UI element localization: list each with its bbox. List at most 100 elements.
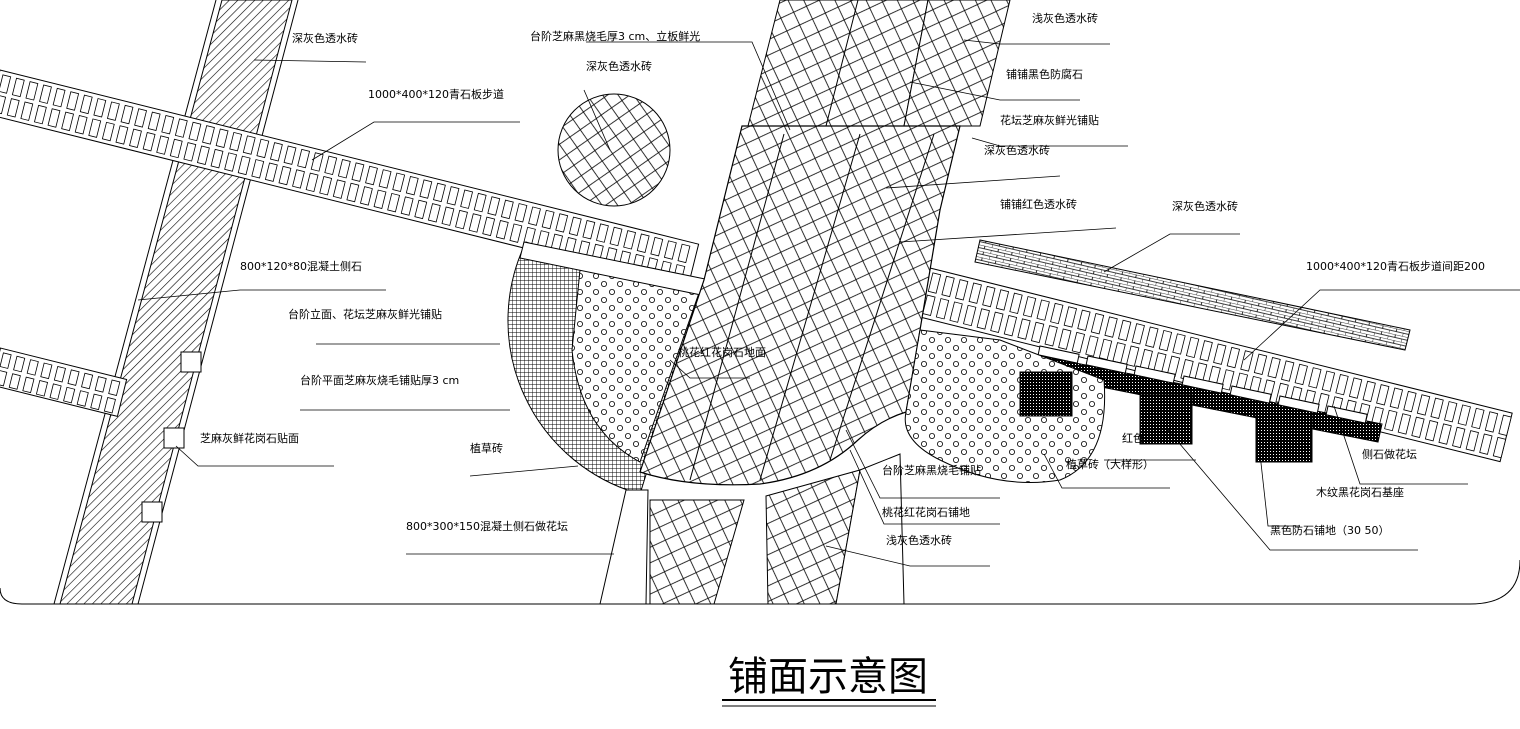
paver-stone (582, 220, 596, 240)
paver-stone (129, 128, 142, 149)
paver-stone (147, 111, 161, 132)
paver-stone (495, 220, 509, 240)
paver-stone (1126, 345, 1140, 367)
paver-stone (0, 369, 8, 387)
label-grass-brick-oval: 植草砖（大样形） (1066, 457, 1154, 471)
paver-stone (1044, 325, 1058, 347)
paver-stone (1185, 336, 1200, 359)
paver-stone (1090, 313, 1105, 335)
paver-stone (365, 165, 378, 186)
annotation-labels: 深灰色透水砖 台阶芝麻黑烧毛厚3 cm、立板鲜光 深灰色透水砖 1000*400… (200, 11, 1485, 547)
paver-stone (405, 175, 419, 196)
paver-stone (922, 294, 936, 317)
paver-stone (1036, 299, 1050, 321)
paver-stone (1071, 331, 1086, 354)
paver-stone (6, 98, 20, 118)
peach-dots-left (571, 269, 701, 463)
paver-stone (174, 118, 188, 138)
paver-stone (1321, 370, 1336, 392)
paver-stone (514, 203, 528, 223)
paver-stone (319, 176, 333, 196)
paver-stone (528, 206, 541, 226)
edge-slab (1181, 375, 1224, 394)
paver-stone (1384, 409, 1398, 432)
paver-stone (963, 304, 977, 327)
paver-stone (94, 376, 107, 393)
paver-stone (1403, 390, 1417, 413)
label-bluestone-path: 1000*400*120青石板步道 (368, 87, 504, 101)
paver-stone (332, 179, 346, 199)
paver-stone (419, 179, 433, 199)
paver-stone (1457, 404, 1471, 426)
paver-stone (264, 162, 278, 182)
paver-stone (292, 169, 305, 189)
paver-stone (1484, 411, 1499, 433)
label-side-stone-bed: 侧石做花坛 (1362, 447, 1417, 461)
label-peach-center: 桃花红花岗石地面 (678, 345, 766, 359)
drawing-title: 铺面示意图 (728, 654, 928, 700)
paver-stone (1389, 387, 1404, 409)
paver-stone (49, 383, 62, 400)
paver-stone (215, 128, 229, 148)
left-road-strip (59, 0, 293, 605)
paver-stone (210, 148, 224, 169)
label-grass-brick-left: 植草砖 (470, 441, 503, 455)
paver-stone (935, 298, 950, 320)
paver-stone (196, 145, 210, 165)
paver-stone (995, 289, 1010, 311)
paver-stone (0, 352, 12, 369)
paver-stone (1077, 309, 1091, 331)
paver-stone (360, 186, 373, 206)
paver-stone (378, 169, 392, 189)
paver-stone (93, 98, 107, 118)
paver-stone (482, 216, 496, 237)
label-light-gray-top: 浅灰色透水砖 (1032, 11, 1098, 25)
paver-stone (1098, 338, 1113, 361)
paver-stone (1452, 426, 1466, 449)
upper-strip-c (903, 0, 1011, 127)
edge-slab (1085, 355, 1128, 374)
paver-stone (8, 373, 21, 390)
paver-stone (1118, 319, 1132, 342)
paver-stone (103, 396, 116, 414)
paver-stone (1009, 292, 1023, 315)
paver-stone (256, 138, 270, 159)
label-wood-grain-base: 木纹黑花岗石基座 (1316, 485, 1404, 499)
paver-stone (283, 145, 297, 165)
label-iron-red-brick: 铺铺红色透水砖 (1000, 197, 1077, 211)
paver-stone (387, 192, 401, 213)
paver-stone (1492, 436, 1507, 459)
paver-stone (278, 165, 292, 186)
paver-stone (26, 359, 39, 376)
paver-stone (414, 199, 428, 220)
paver-stone (0, 74, 12, 94)
paver-stone (609, 226, 623, 247)
paver-stone (373, 189, 387, 209)
paver-stone (541, 209, 555, 230)
paver-stone (224, 152, 238, 172)
paver-stone (1416, 394, 1431, 416)
paver-stone (269, 142, 283, 162)
paver-stone (650, 236, 664, 257)
paver-stone (229, 131, 243, 152)
paver-stone (1158, 329, 1173, 352)
central-plaza (639, 125, 961, 486)
label-curb-left: 800*120*80混凝土侧石 (240, 259, 362, 273)
label-bed-edge-polish: 花坛芝麻灰鲜光铺贴 (1000, 113, 1099, 127)
paver-stone (1294, 363, 1308, 386)
paver-stone (33, 104, 47, 125)
paver-stone (74, 115, 88, 135)
paver-stone (446, 186, 460, 206)
edge-slab (1229, 385, 1272, 404)
paver-stone (101, 121, 115, 142)
paver-stone (677, 243, 691, 264)
paver-stone (337, 159, 351, 179)
paver-stone (142, 131, 156, 152)
label-dark-granite-curb: 铺铺黑色防腐石 (1006, 67, 1083, 81)
paver-stone (1050, 302, 1064, 325)
paver-stone (305, 172, 319, 193)
paver-stone (1444, 401, 1458, 423)
paver-stone (955, 279, 969, 301)
paver-stone (188, 121, 202, 142)
